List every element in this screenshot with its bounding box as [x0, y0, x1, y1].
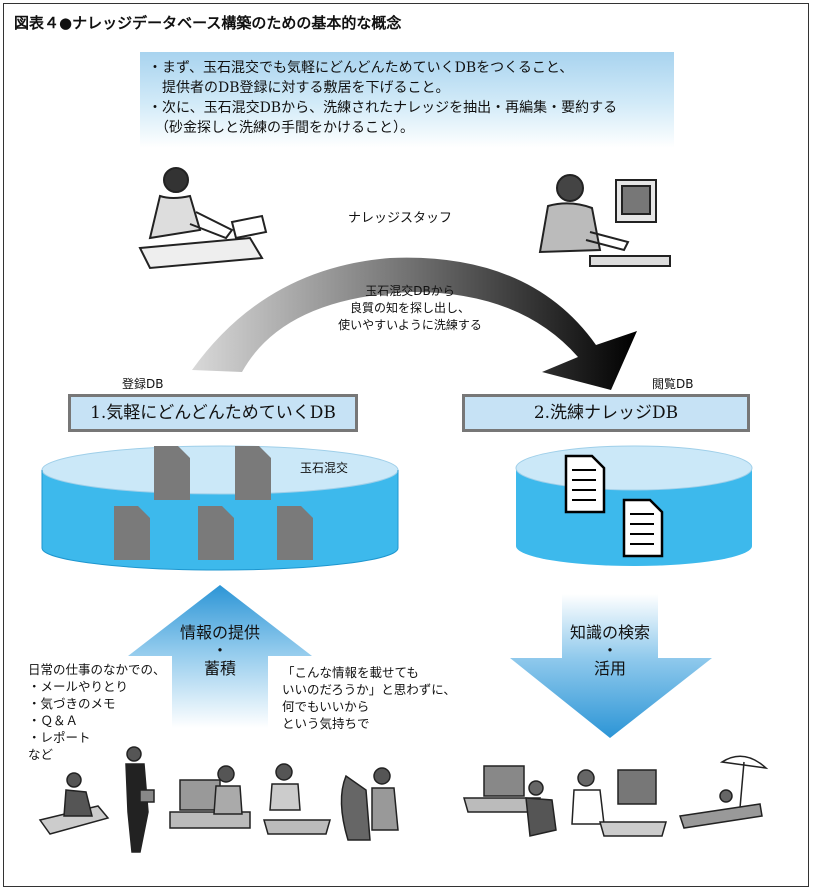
db2-title-box: 2.洗練ナレッジDB [462, 394, 750, 432]
db1-content-label: 玉石混交 [300, 461, 349, 475]
arc-label-line: 玉石混交DBから [365, 284, 455, 298]
staff-figure-left [138, 167, 268, 270]
provide-line-1: 情報の提供 [179, 623, 260, 642]
worker-figures-left [38, 746, 399, 853]
note-line: ・Ｑ＆Ａ [28, 713, 79, 728]
document-icon [114, 446, 313, 560]
note-line: 「こんな情報を載せても [282, 665, 419, 680]
intro-line: ・まず、玉石混交でも気軽にどんどんためていくDBをつくること、 [148, 60, 574, 76]
intro-line: 提供者のDB登録に対する敷居を下げること。 [148, 80, 450, 96]
note-line: ・メールやりとり [28, 679, 129, 694]
intro-box: ・まず、玉石混交でも気軽にどんどんためていくDBをつくること、 提供者のDB登録… [140, 52, 674, 148]
worker-figures-right [463, 755, 769, 837]
left-notes: 日常の仕事のなかでの、 ・メールやりとり ・気づきのメモ ・Ｑ＆Ａ ・レポート … [28, 661, 166, 763]
provide-arrow-label: 情報の提供 ・ 蓄積 [160, 622, 280, 680]
search-down-arrow [510, 594, 712, 738]
intro-line: ・次に、玉石混交DBから、洗練されたナレッジを抽出・再編集・要約する [148, 100, 618, 116]
search-arrow-label: 知識の検索 ・ 活用 [548, 622, 672, 680]
right-notes: 「こんな情報を載せても いいのだろうか」と思わずに、 何でもいいから という気持… [282, 664, 456, 732]
note-line: ・レポート [28, 730, 91, 745]
note-line: ・気づきのメモ [28, 696, 116, 711]
figure-title: 図表４●ナレッジデータベース構築のための基本的な概念 [14, 14, 402, 32]
arc-label-line: 良質の知を探し出し、 [349, 301, 470, 315]
staff-figure-right [538, 174, 671, 267]
note-line: いいのだろうか」と思わずに、 [282, 682, 456, 697]
provide-line-2: 蓄積 [203, 659, 236, 678]
figure-frame [3, 3, 809, 887]
search-line-2: 活用 [593, 659, 626, 678]
note-line: 何でもいいから [282, 699, 370, 714]
note-line: など [28, 747, 54, 762]
staff-label: ナレッジスタッフ [348, 211, 453, 226]
text-document-icon [564, 454, 664, 558]
provide-dot: ・ [211, 641, 228, 660]
arc-label: 玉石混交DBから 良質の知を探し出し、 使いやすいように洗練する [310, 283, 510, 334]
search-line-1: 知識の検索 [569, 623, 650, 642]
note-line: 日常の仕事のなかでの、 [28, 662, 166, 677]
note-line: という気持ちで [282, 716, 370, 731]
arc-label-line: 使いやすいように洗練する [338, 318, 482, 332]
refine-arc-arrow [192, 257, 637, 390]
provide-up-arrow [128, 585, 312, 728]
db1-title-box: 1.気軽にどんどんためていくDB [68, 394, 358, 432]
register-db-label: 登録DB [122, 377, 164, 391]
search-dot: ・ [601, 641, 618, 660]
intro-line: （砂金探しと洗練の手間をかけること）。 [148, 120, 414, 136]
browse-db-label: 閲覧DB [652, 377, 694, 391]
